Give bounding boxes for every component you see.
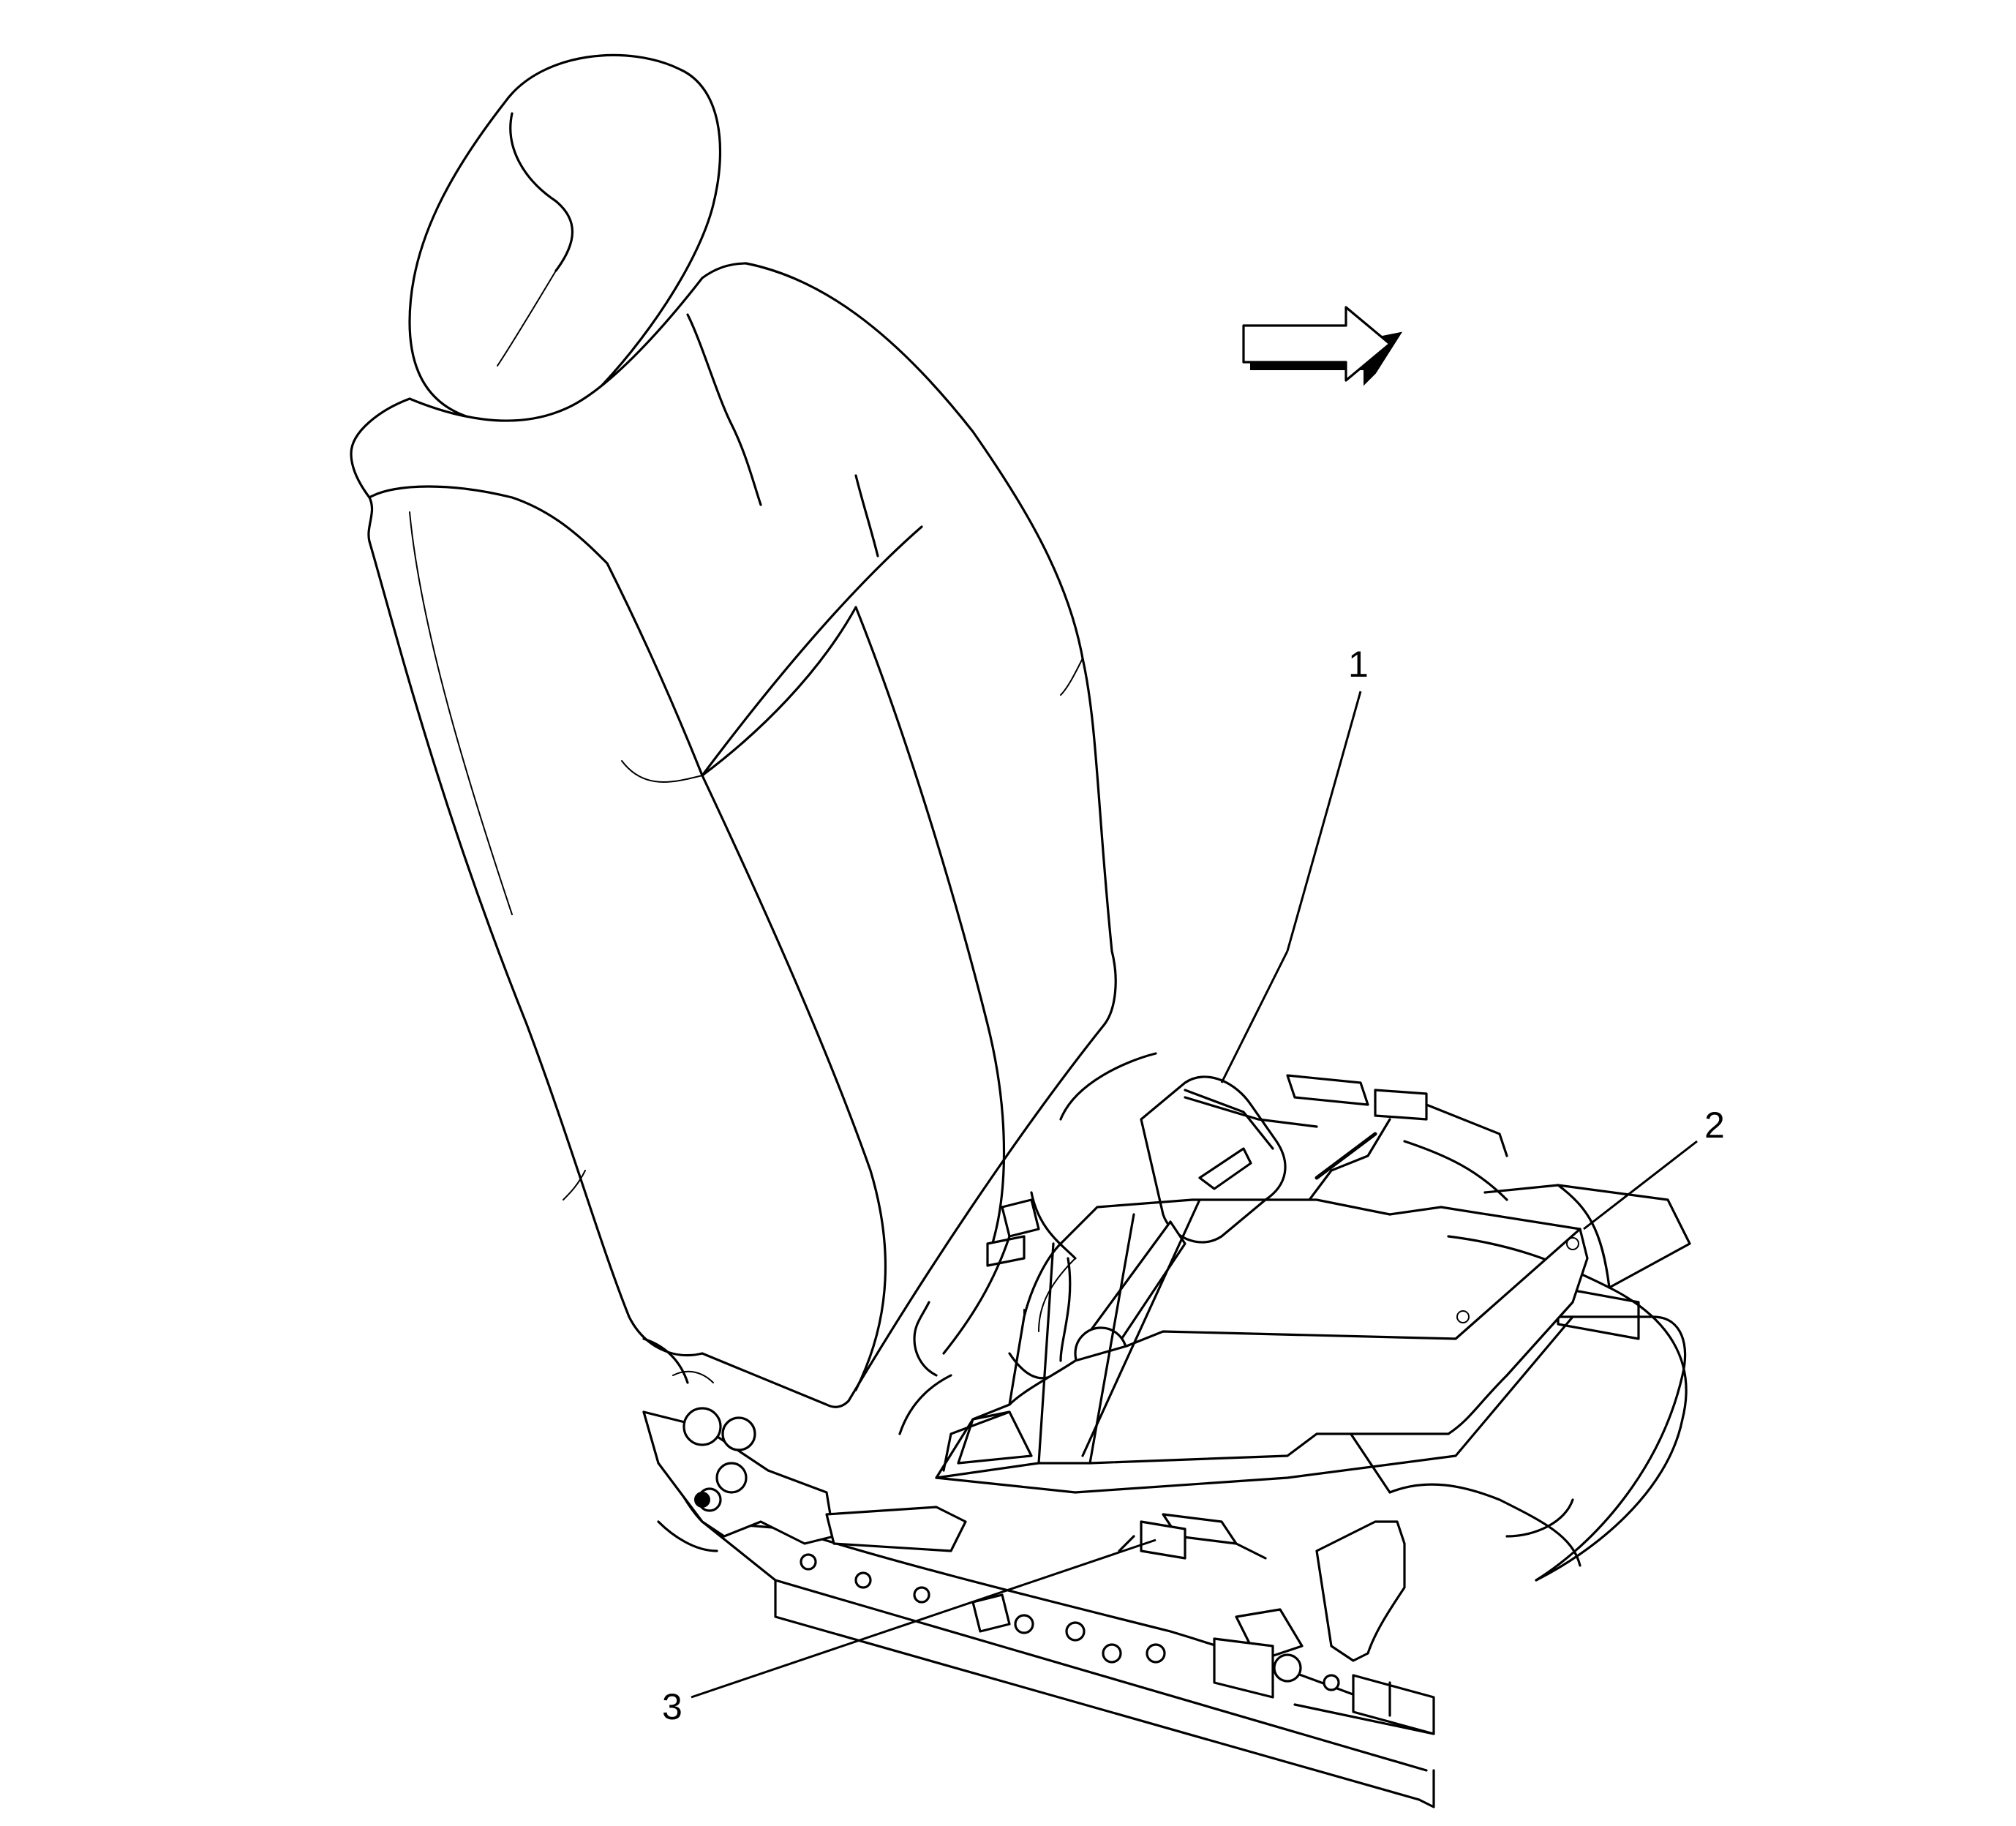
callout-2: 2 xyxy=(1583,1105,1725,1231)
harness-connector xyxy=(1118,1513,1267,1560)
seat-back xyxy=(350,262,1117,1408)
rear-bracket xyxy=(1213,1520,1406,1699)
occupant-sensor-module xyxy=(935,1198,1589,1494)
callout-3-label: 3 xyxy=(662,1686,682,1727)
callout-1: 1 xyxy=(1220,644,1369,1083)
callout-3: 3 xyxy=(662,1538,1156,1727)
callout-1-label: 1 xyxy=(1348,644,1369,685)
callout-2-label: 2 xyxy=(1704,1105,1725,1146)
recliner-mechanism xyxy=(642,1337,967,1552)
wiring-harness xyxy=(942,1052,1508,1355)
direction-arrow-icon xyxy=(1242,306,1403,386)
seat-frame xyxy=(642,1184,1691,1808)
rail-holes xyxy=(800,1553,1166,1664)
